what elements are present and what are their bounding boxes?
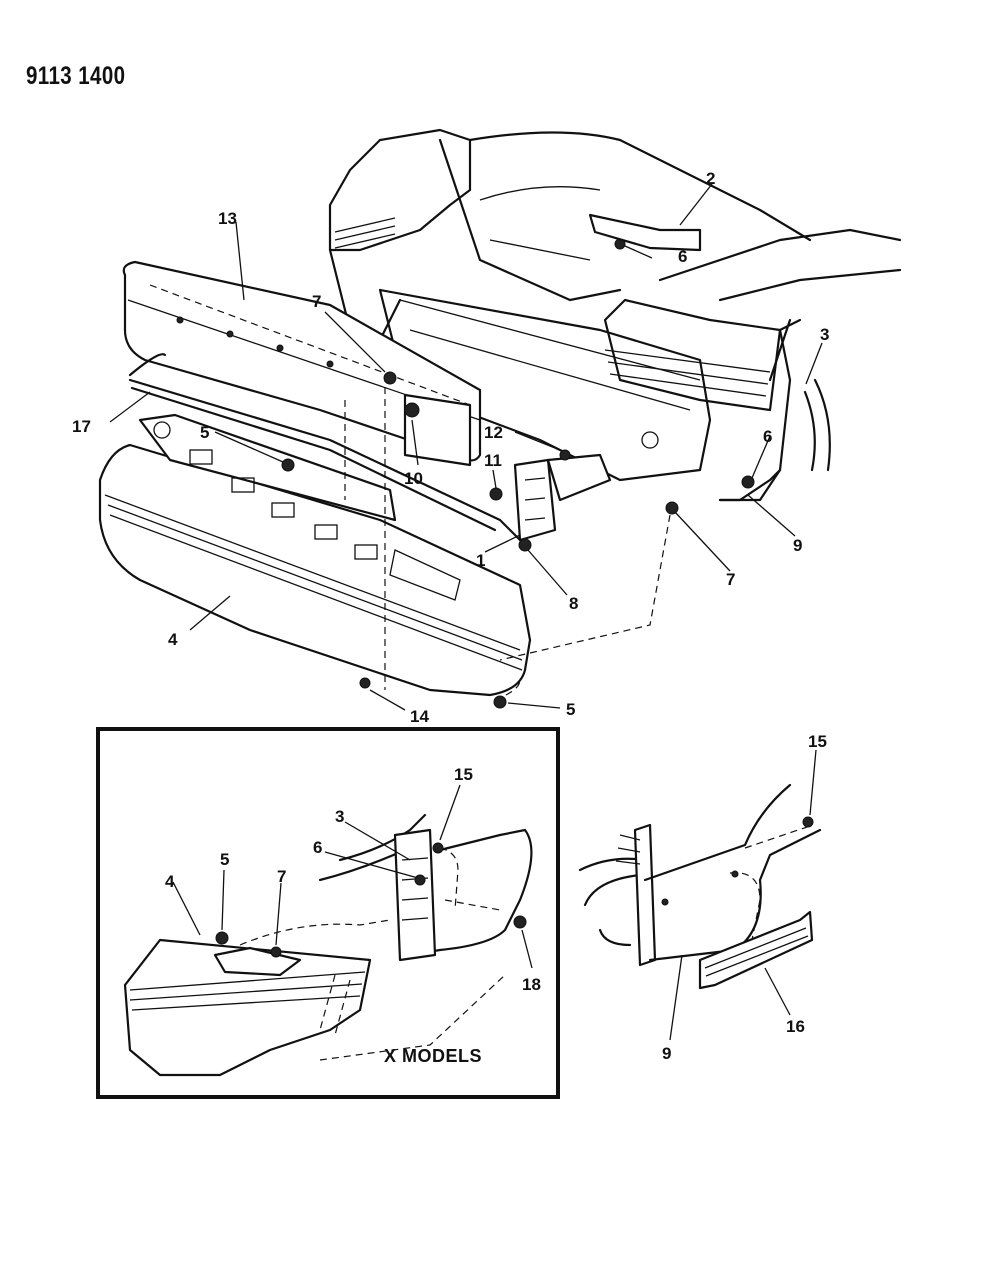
energy-absorber-bracket-1 bbox=[403, 393, 612, 542]
molding-3 bbox=[803, 378, 831, 472]
callout-7-lower: 7 bbox=[726, 570, 735, 589]
x-models-inset bbox=[96, 727, 560, 1099]
callout-1: 1 bbox=[476, 551, 485, 570]
callout-6-right: 6 bbox=[763, 427, 772, 446]
inset-callout-6: 6 bbox=[313, 838, 322, 857]
callout-6-upper: 6 bbox=[678, 247, 687, 266]
side-callout-16: 16 bbox=[786, 1017, 805, 1036]
fascia-strip-17 bbox=[128, 353, 522, 542]
inset-title: X MODELS bbox=[384, 1046, 482, 1066]
inset-callout-5: 5 bbox=[220, 850, 229, 869]
callout-11: 11 bbox=[484, 451, 502, 470]
callout-14: 14 bbox=[410, 707, 429, 726]
side-callout-15: 15 bbox=[808, 732, 827, 751]
diagram-code: 9113 1400 bbox=[26, 62, 126, 90]
bumper-reinforcement-13 bbox=[122, 260, 482, 462]
callout-12: 12 bbox=[484, 423, 503, 442]
callout-13: 13 bbox=[218, 209, 237, 228]
callout-8: 8 bbox=[569, 594, 578, 613]
callout-17: 17 bbox=[72, 417, 91, 436]
callout-10: 10 bbox=[404, 469, 423, 488]
callout-5-lower: 5 bbox=[566, 700, 575, 719]
inset-callout-15: 15 bbox=[454, 765, 473, 784]
inset-callout-18: 18 bbox=[522, 975, 541, 994]
leader-lines-main bbox=[109, 183, 823, 711]
inset-callout-4: 4 bbox=[165, 872, 175, 891]
callout-9: 9 bbox=[793, 536, 802, 555]
callout-4: 4 bbox=[168, 630, 178, 649]
side-callout-9: 9 bbox=[662, 1044, 671, 1063]
fasteners-main bbox=[281, 238, 755, 709]
callout-7-upper: 7 bbox=[312, 292, 321, 311]
callout-5-upper: 5 bbox=[200, 423, 209, 442]
inset-callout-7: 7 bbox=[277, 867, 286, 886]
side-panel-detail bbox=[578, 749, 822, 1041]
panel-9 bbox=[718, 468, 782, 502]
callout-3: 3 bbox=[820, 325, 829, 344]
bumper-fascia-4 bbox=[98, 413, 532, 697]
bracket-2 bbox=[588, 213, 702, 252]
callout-2: 2 bbox=[706, 169, 715, 188]
inset-callout-3: 3 bbox=[335, 807, 344, 826]
